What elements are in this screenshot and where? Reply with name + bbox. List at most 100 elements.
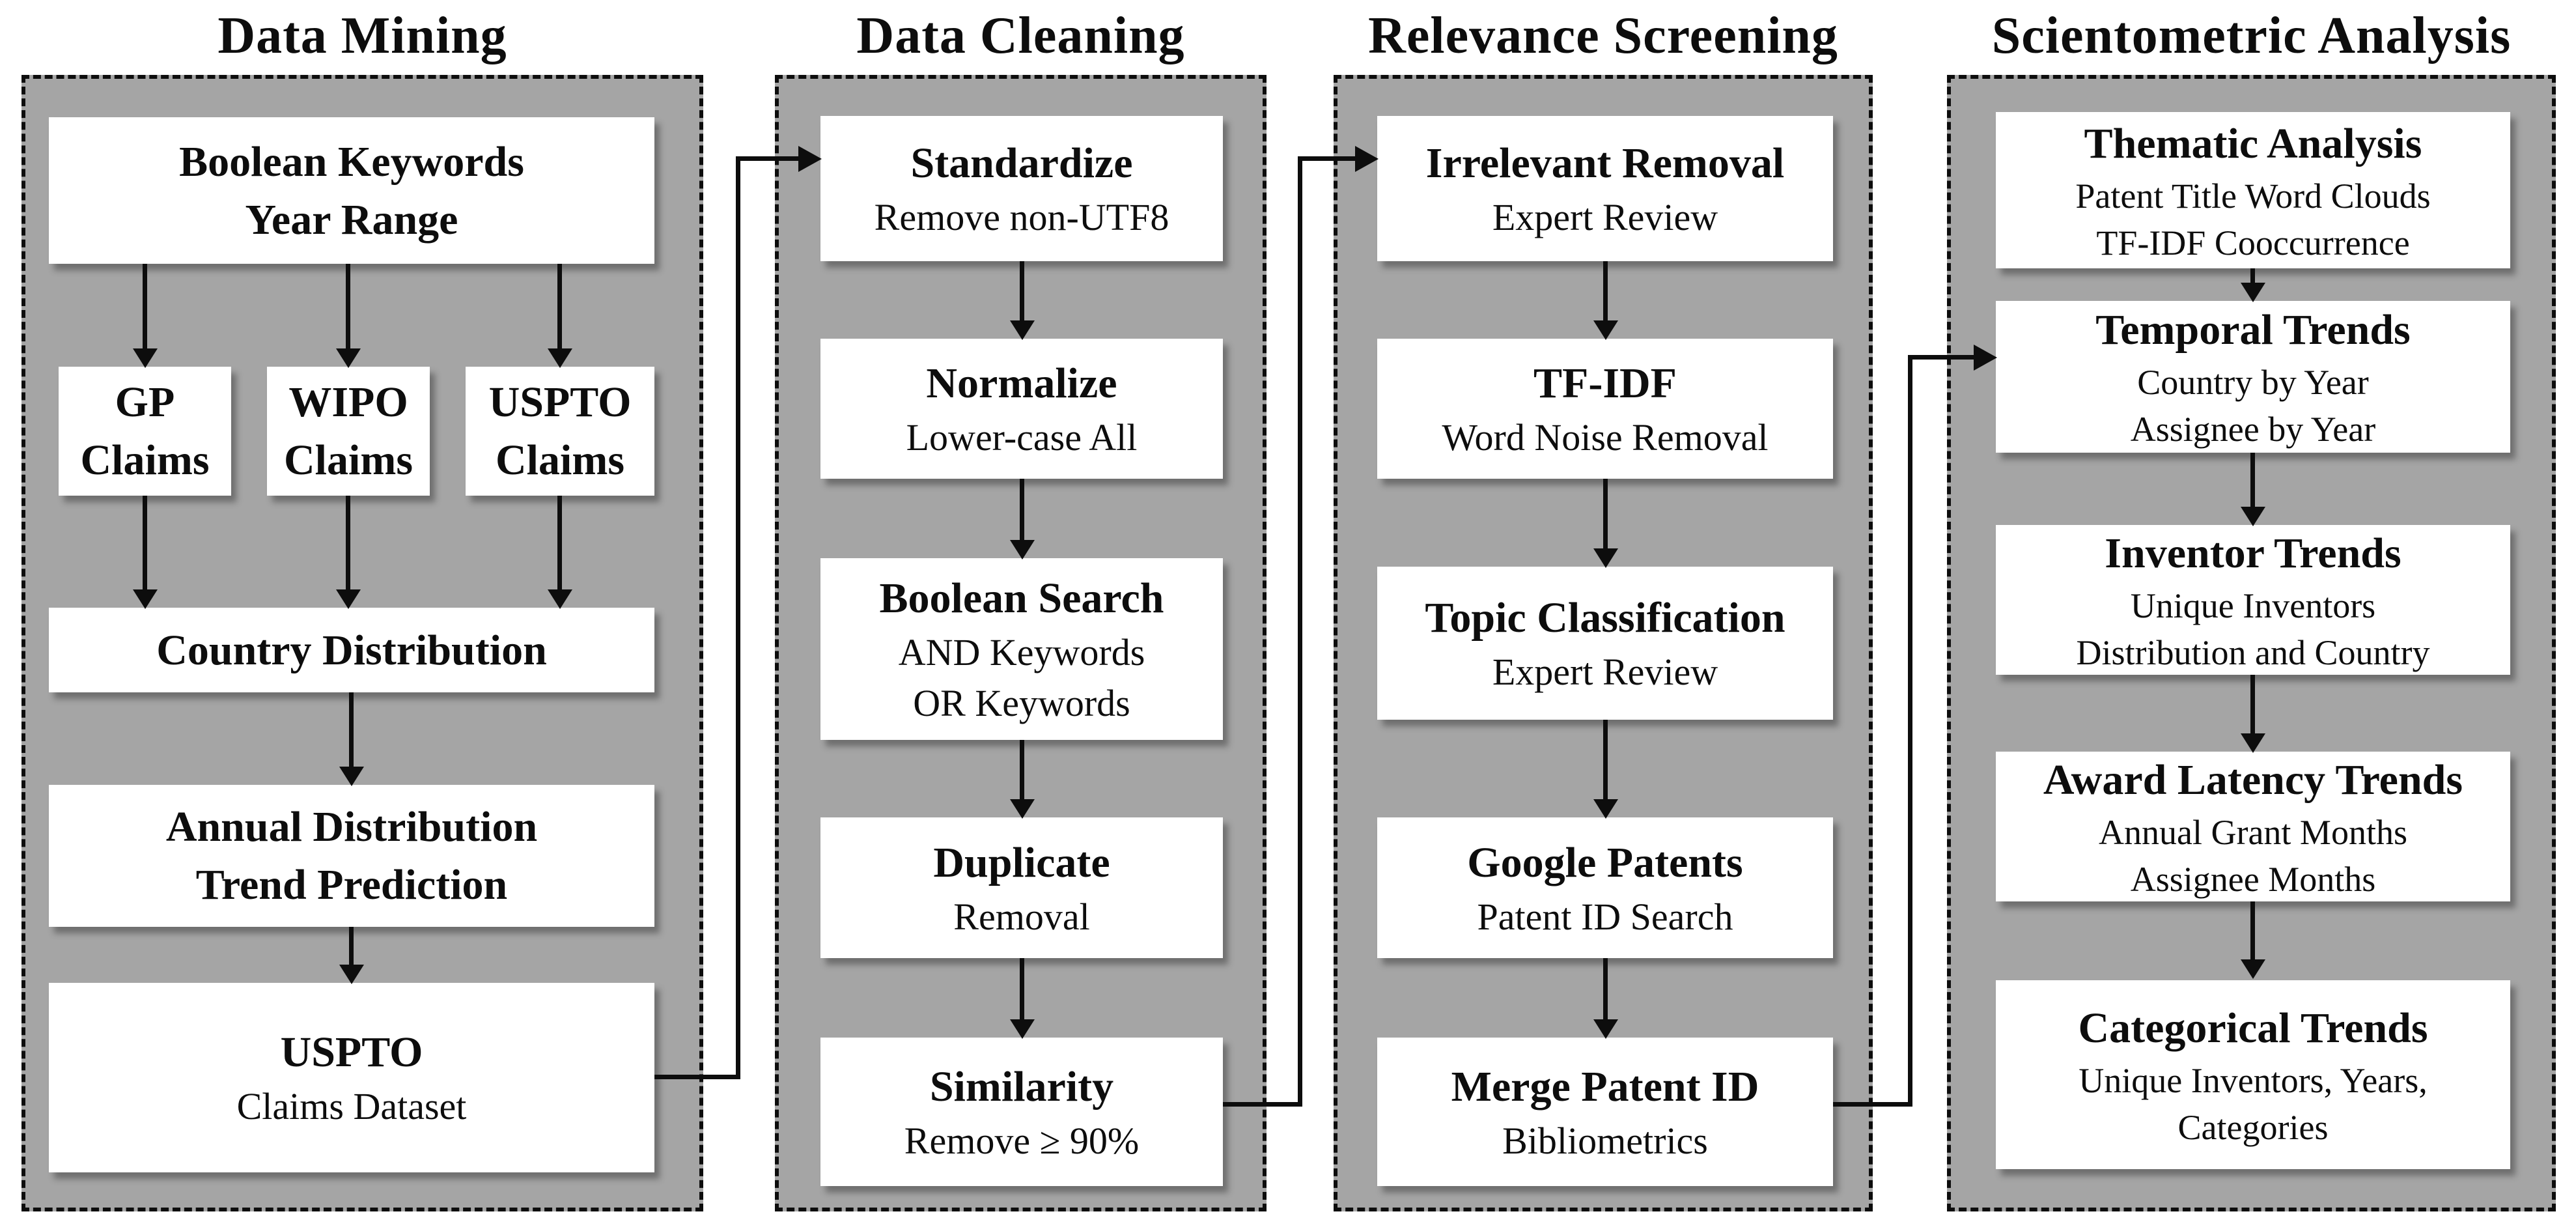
column-title-data-cleaning: Data Cleaning [856,7,1185,64]
down-arrow [143,496,147,589]
column-title-data-mining: Data Mining [217,7,507,64]
flow-box-irrelevant-removal: Irrelevant Removal Expert Review [1377,116,1833,261]
flow-box-normalize: Normalize Lower-case All [820,339,1223,479]
down-arrow [349,927,354,965]
box-heading: Duplicate [933,838,1110,886]
down-arrow [557,264,562,348]
box-subline: Word Noise Removal [1442,416,1769,459]
down-arrow [349,692,354,767]
right-arrowhead [1355,146,1379,172]
connector-line [1298,156,1302,1107]
box-heading: Inventor Trends [2105,529,2401,577]
box-heading: USPTO [488,378,632,426]
box-heading: Normalize [926,360,1117,407]
flow-box-tf-idf: TF-IDF Word Noise Removal [1377,339,1833,479]
box-heading: Annual Distribution [165,803,538,851]
box-subline: Patent Title Word Clouds [2075,176,2431,216]
connector-line [1833,1102,1912,1107]
box-subline: Country by Year [2137,363,2369,402]
box-subline: Expert Review [1492,196,1718,238]
connector-line [1908,355,1912,1107]
box-subline: Annual Grant Months [2099,812,2407,852]
flow-box-uspto-claims: USPTO Claims [466,367,654,496]
connector-line [1908,355,1974,360]
down-arrow [557,496,562,589]
down-arrow [1020,479,1024,540]
column-title-scientometric-analysis: Scientometric Analysis [1991,7,2512,64]
box-heading: Claims [284,436,413,484]
box-heading: Thematic Analysis [2084,119,2422,167]
flow-box-inventor-trends: Inventor Trends Unique Inventors Distrib… [1996,525,2510,675]
connector-line [1298,156,1355,161]
down-arrow [1603,479,1608,548]
down-arrow [1603,720,1608,799]
box-heading: Award Latency Trends [2043,756,2463,804]
down-arrow [346,496,350,589]
down-arrow [1020,740,1024,799]
box-heading: Temporal Trends [2095,306,2411,354]
box-subline: Patent ID Search [1477,895,1733,938]
box-subline: Remove ≥ 90% [904,1119,1140,1162]
connector-line [736,156,740,1079]
box-heading: USPTO [280,1028,423,1076]
box-heading: Boolean Keywords [179,137,524,186]
box-heading: TF-IDF [1533,360,1677,407]
flow-box-duplicate: Duplicate Removal [820,817,1223,958]
box-heading: Year Range [245,195,458,244]
box-heading: Country Distribution [156,626,547,674]
box-subline: Unique Inventors [2130,586,2376,625]
flow-box-merge-patent-id: Merge Patent ID Bibliometrics [1377,1038,1833,1186]
flow-box-award-latency-trends: Award Latency Trends Annual Grant Months… [1996,752,2510,901]
down-arrow [143,264,147,348]
box-subline: Distribution and Country [2076,632,2430,672]
flow-box-gp-claims: GP Claims [59,367,231,496]
box-subline: Removal [953,895,1090,938]
right-arrowhead [1974,345,1997,371]
box-heading: Claims [496,436,624,484]
flow-box-wipo-claims: WIPO Claims [267,367,430,496]
flow-box-standardize: Standardize Remove non-UTF8 [820,116,1223,261]
box-subline: Expert Review [1492,651,1718,693]
flow-box-temporal-trends: Temporal Trends Country by Year Assignee… [1996,301,2510,453]
flow-box-google-patents: Google Patents Patent ID Search [1377,817,1833,958]
box-subline: Claims Dataset [236,1085,467,1127]
box-heading: Irrelevant Removal [1425,139,1785,187]
column-title-relevance-screening: Relevance Screening [1368,7,1838,64]
box-heading: GP [115,378,175,426]
box-heading: Standardize [910,139,1133,187]
right-arrowhead [798,146,822,172]
box-heading: WIPO [288,378,408,426]
box-subline: Unique Inventors, Years, [2079,1060,2428,1100]
down-arrow [2250,453,2255,507]
flow-box-country-distribution: Country Distribution [49,608,654,692]
down-arrow [1603,261,1608,320]
box-heading: Topic Classification [1425,594,1785,642]
flow-box-similarity: Similarity Remove ≥ 90% [820,1038,1223,1186]
box-subline: Assignee Months [2130,859,2376,899]
box-subline: Categories [2177,1107,2329,1147]
box-heading: Merge Patent ID [1451,1062,1759,1111]
down-arrow [1020,261,1024,320]
box-subline: Remove non-UTF8 [874,196,1169,238]
down-arrow [2250,901,2255,959]
box-subline: Bibliometrics [1502,1119,1708,1162]
box-heading: Google Patents [1467,838,1743,886]
down-arrow [346,264,350,348]
flow-box-categorical-trends: Categorical Trends Unique Inventors, Yea… [1996,980,2510,1169]
flow-box-topic-classification: Topic Classification Expert Review [1377,567,1833,720]
box-heading: Trend Prediction [195,861,508,909]
box-subline: TF-IDF Cooccurrence [2096,223,2410,262]
box-heading: Claims [80,436,210,484]
down-arrow [1020,958,1024,1019]
connector-line [654,1075,740,1079]
box-subline: Assignee by Year [2130,410,2376,449]
connector-line [736,156,798,161]
down-arrow [2250,268,2255,283]
flow-box-annual-distribution: Annual Distribution Trend Prediction [49,785,654,927]
connector-line [1223,1102,1302,1107]
box-subline: AND Keywords [898,631,1145,673]
flow-box-thematic-analysis: Thematic Analysis Patent Title Word Clou… [1996,112,2510,268]
down-arrow [2250,675,2255,733]
flow-box-uspto-claims-dataset: USPTO Claims Dataset [49,983,654,1172]
